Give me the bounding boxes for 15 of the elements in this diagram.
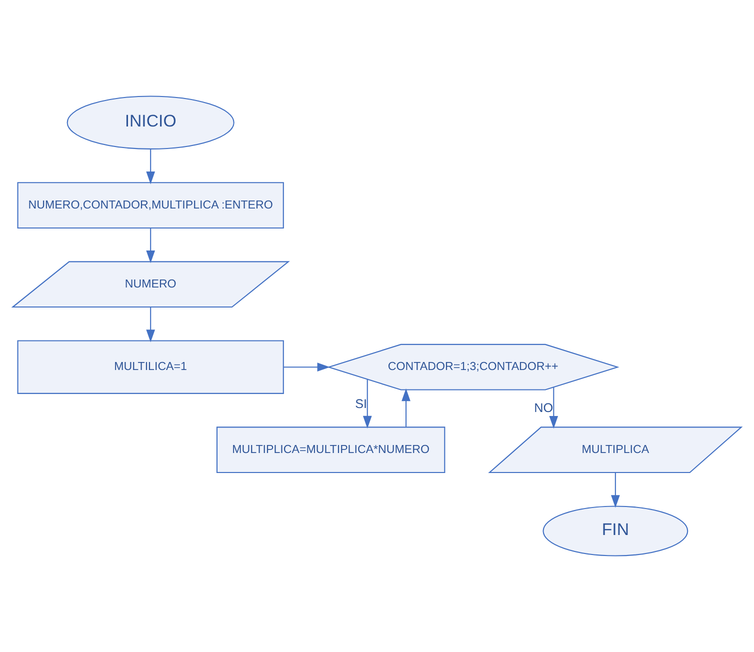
arrow	[146, 228, 156, 264]
node-box: NUMERO,CONTADOR,MULTIPLICA :ENTERO	[17, 182, 284, 228]
arrow	[146, 307, 156, 342]
arrow	[362, 379, 372, 429]
arrow	[549, 388, 558, 429]
node-ellipse: INICIO	[66, 96, 234, 150]
edge-label: SI	[355, 396, 368, 411]
node-box: MULTILICA=1	[17, 340, 284, 394]
arrow	[402, 388, 410, 427]
arrow	[146, 149, 156, 184]
arrow	[611, 472, 620, 508]
node-box: MULTIPLICA=MULTIPLICA*NUMERO	[216, 426, 446, 474]
edge-label: NO	[534, 401, 554, 416]
node-ellipse: FIN	[542, 506, 688, 556]
arrow	[284, 362, 330, 372]
